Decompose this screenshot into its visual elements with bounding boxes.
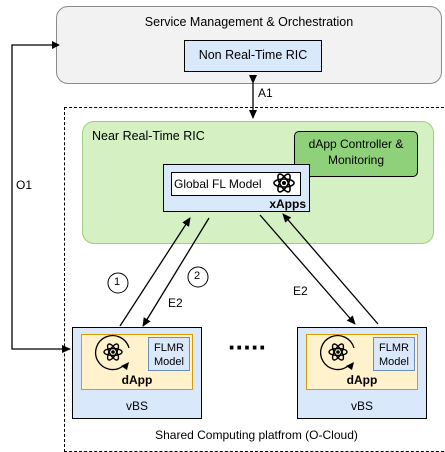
flmr-model-box-left: FLMR Model [148,337,190,371]
dapp-controller-line1: dApp Controller & [308,137,404,151]
non-rt-ric-label: Non Real-Time RIC [198,48,308,62]
vbs-label-left: vBS [125,399,148,413]
e2-link-right [259,213,379,325]
global-fl-model-label: Global FL Model [174,177,262,191]
step-1-label: 1 [114,276,121,288]
flmr-model-line1-right: FLMR [379,342,409,354]
xapps-label: xApps [269,197,306,211]
atom-cycle-icon-right [320,334,355,371]
e2-link-left [119,217,210,327]
e2-label-left: E2 [168,296,183,310]
step-2-label: 2 [194,270,201,282]
non-rt-ric-box [184,40,322,72]
smo-title: Service Management & Orchestration [144,15,354,29]
a1-label: A1 [258,86,273,100]
o-cloud-label: Shared Computing platfrom (O-Cloud) [155,428,358,442]
step-2-circle [187,266,209,288]
dapp-controller-label: dApp Controller & Monitoring [294,136,418,168]
flmr-model-line2-right: Model [379,356,409,368]
step-1-circle [107,272,129,294]
flmr-model-box-right: FLMR Model [373,337,415,371]
atom-cycle-icon-left [95,334,130,371]
flmr-model-line1-left: FLMR [154,342,184,354]
dapp-controller-line2: Monitoring [327,153,385,167]
dapp-label-left: dApp [121,373,153,387]
vbs-label-right: vBS [350,399,373,413]
atom-icon [273,173,295,193]
o1-link [11,41,71,353]
dapp-controller-box [294,131,418,177]
flmr-model-line2-left: Model [154,356,184,368]
node-ellipsis: ····· [228,332,267,362]
o1-label: O1 [16,178,33,192]
near-rt-ric-title: Near Real-Time RIC [92,129,205,143]
dapp-label-right: dApp [346,373,378,387]
e2-label-right: E2 [293,284,308,298]
